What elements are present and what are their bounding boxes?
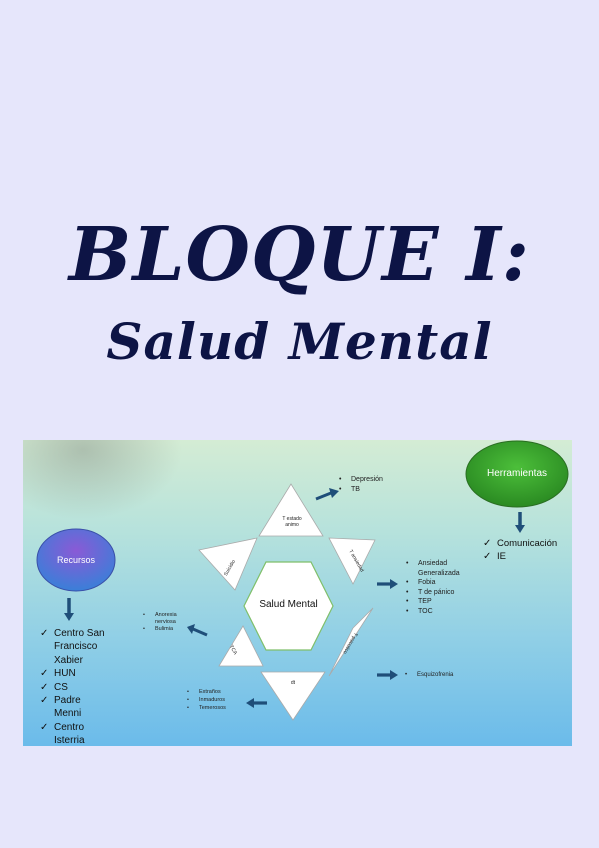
list-item: Depresión [339, 475, 383, 485]
list-item: Ansiedad Generalizada [406, 559, 478, 578]
page-title: BLOQUE I: [68, 212, 531, 298]
arrow-ansiedad-head [390, 579, 398, 589]
list-item: Temerosos [187, 704, 226, 712]
triangle-label-dt: dt [290, 680, 296, 686]
recursos-oval [36, 528, 116, 592]
arrow-psicotico-head [390, 670, 398, 680]
list-item: Centro Isterria [40, 721, 110, 746]
triangle-ansiedad [328, 537, 376, 585]
herramientas-label: Herramientas [486, 468, 548, 479]
herramientas-oval [465, 440, 569, 508]
triangle-psicotico [328, 607, 374, 677]
triangle-suicidio [198, 537, 258, 591]
arrow-tca [192, 627, 208, 637]
triangle-dt [260, 671, 326, 721]
triangle-tca [218, 625, 264, 667]
triangle-estado-animo [258, 483, 324, 537]
list-item: T de pánico [406, 588, 478, 598]
page-subtitle: Salud Mental [106, 312, 493, 371]
depresion-list: Depresión TB [339, 475, 383, 495]
list-item: TEP [406, 597, 478, 607]
panel-shadow [23, 440, 183, 520]
list-item: Comunicación [483, 538, 557, 551]
center-label: Salud Mental [259, 599, 318, 610]
list-item: Inmaduros [187, 696, 226, 704]
list-item: TOC [406, 607, 478, 617]
arrow-dt-head [246, 698, 254, 708]
list-item: IE [483, 551, 557, 564]
list-item: Anorexia nerviosa [143, 612, 191, 626]
diagram-shapes [36, 440, 569, 721]
recursos-label: Recursos [56, 555, 95, 565]
herramientas-list: Comunicación IE [483, 538, 557, 563]
tca-list: Anorexia nerviosa Bulimia [143, 612, 191, 633]
list-item: Fobia [406, 578, 478, 588]
list-item: Padre Menni [40, 694, 110, 721]
recursos-list: Centro San Francisco Xabier HUN CS Padre… [40, 627, 110, 746]
list-item: Centro San Francisco Xabier [40, 627, 110, 667]
list-item: HUN [40, 667, 110, 681]
list-item: TB [339, 485, 383, 495]
mental-health-diagram: Salud Mental T estado animo T ansiedad T… [23, 440, 572, 746]
arrow-depresion [315, 491, 332, 501]
center-hexagon [243, 561, 334, 651]
list-item: Extraños [187, 688, 226, 696]
ansiedad-list: Ansiedad Generalizada Fobia T de pánico … [406, 559, 478, 617]
arrow-herramientas-head [515, 525, 525, 533]
arrow-depresion-head [329, 488, 339, 498]
dt-list: Extraños Inmaduros Temerosos [187, 688, 226, 712]
list-item: Esquizofrenia [405, 671, 453, 679]
psicotico-list: Esquizofrenia [405, 671, 453, 679]
list-item: CS [40, 681, 110, 695]
triangle-label-estado-animo: T estado animo [282, 516, 302, 528]
list-item: Bulimia [143, 626, 191, 633]
arrow-recursos-head [64, 613, 74, 621]
